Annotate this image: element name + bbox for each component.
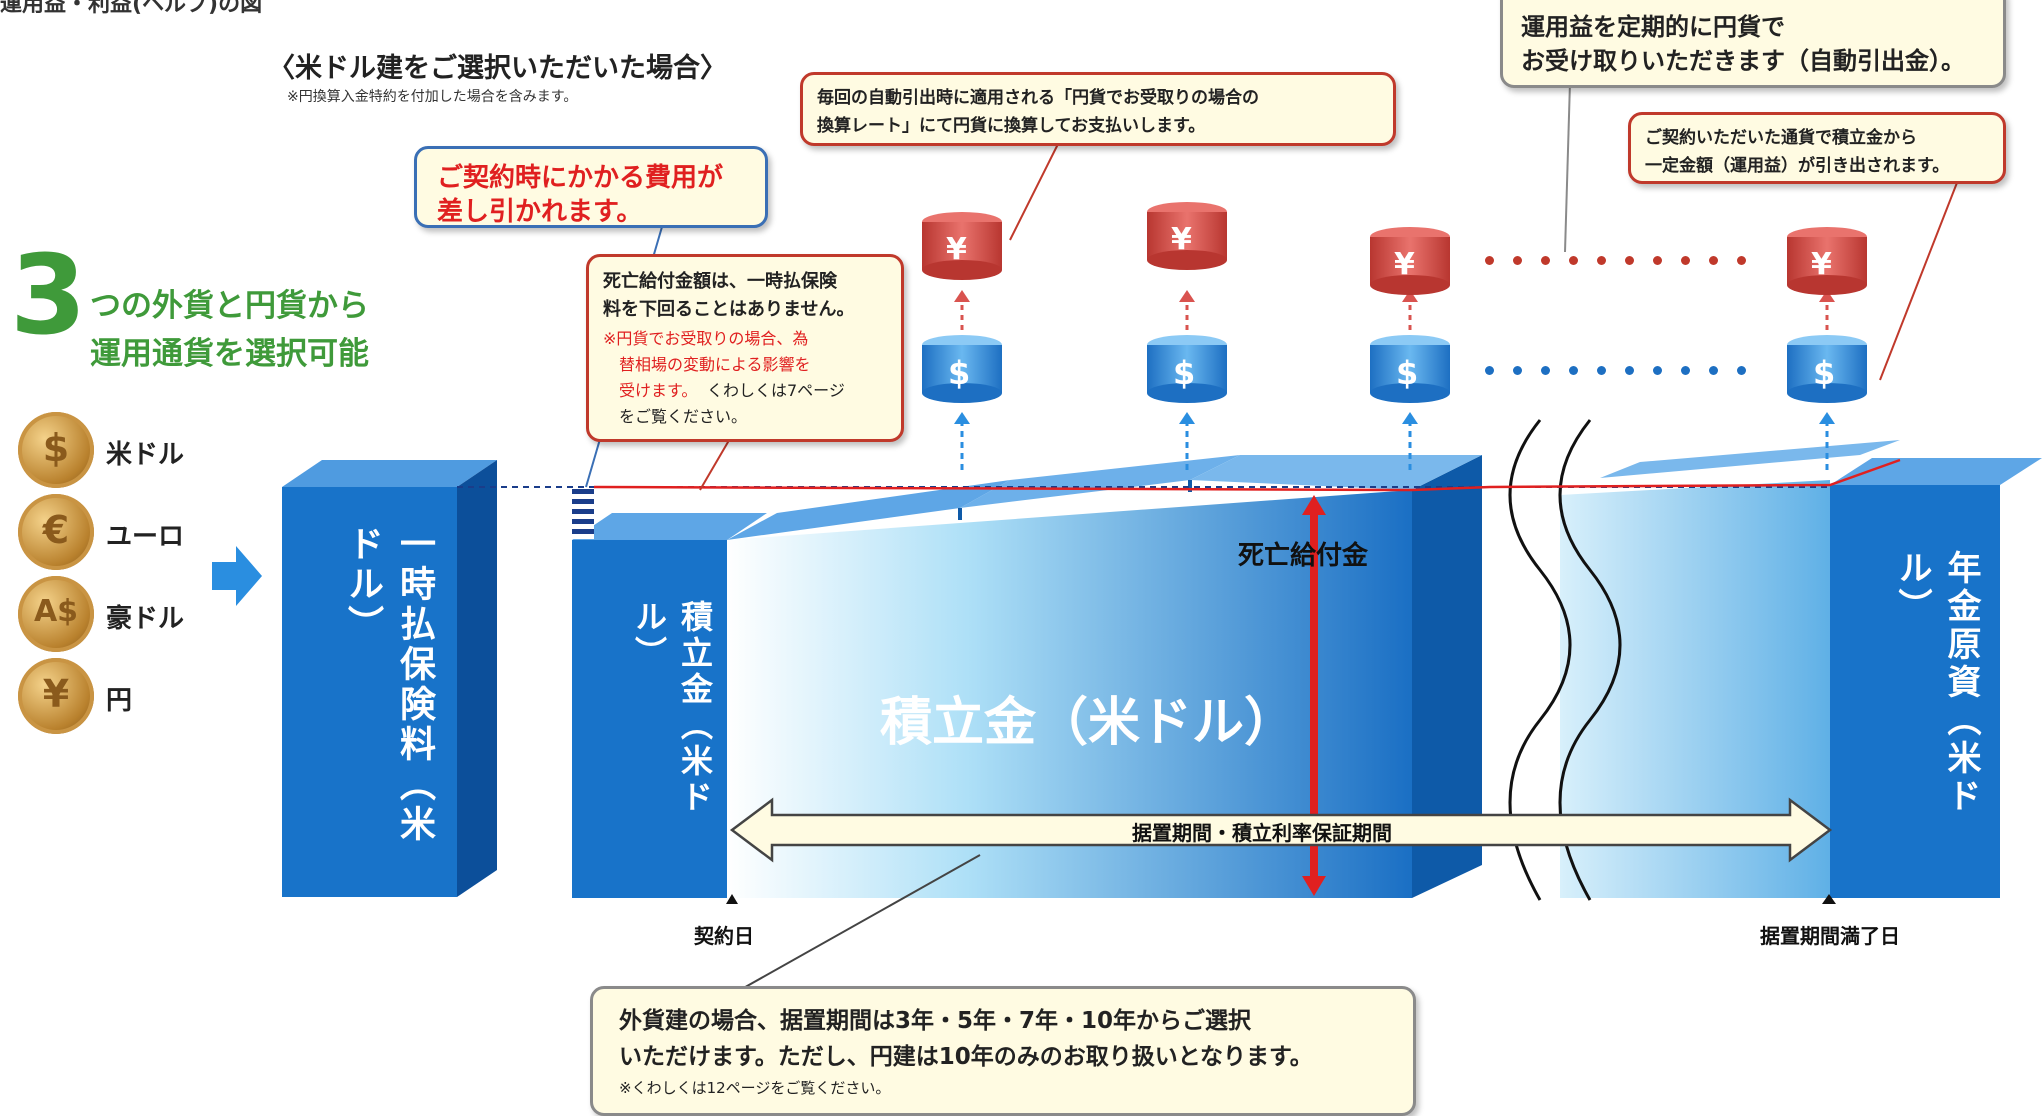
premium-block	[282, 487, 457, 897]
page-title: 〈米ドル建をご選択いただいた場合〉	[268, 53, 727, 84]
profit-callout-line2: お受け取りいただきます（自動引出金）。	[1521, 47, 1965, 75]
reserve-small-label: 積立金（米ドル）	[630, 600, 714, 816]
rate-callout-line2: 換算レート」にて円貨に換算してお支払いします。	[817, 116, 1206, 136]
withdraw-callout-line1: ご契約いただいた通貨で積立金から	[1645, 128, 1917, 148]
premium-block-side	[457, 460, 497, 897]
break-line-2	[1558, 419, 1622, 901]
pension-fund-top	[1830, 458, 2042, 485]
premium-block-label: 一時払保険料（米ドル）	[342, 525, 435, 845]
reserve-small-top	[572, 513, 767, 540]
withdraw-callout-line2: 一定金額（運用益）が引き出されます。	[1645, 156, 1950, 176]
death-callout-note3: 受けます。	[619, 381, 698, 400]
big-number-3: 3	[10, 231, 87, 359]
dollar-sign-icon: $	[42, 426, 70, 470]
reserve-main-block	[727, 490, 1412, 898]
cost-stripes	[572, 487, 594, 539]
yen-icon: ¥	[946, 232, 967, 267]
death-callout-line1: 死亡給付金額は、一時払保険	[603, 271, 837, 292]
death-benefit-label: 死亡給付金	[1238, 541, 1369, 571]
reserve-top-1	[727, 480, 1010, 540]
withdraw-callout: ご契約いただいた通貨で積立金から 一定金額（運用益）が引き出されます。	[1628, 112, 2006, 184]
rate-callout-line1: 毎回の自動引出時に適用される「円貨でお受取りの場合の	[817, 88, 1259, 108]
period-arrow	[729, 797, 1833, 863]
death-callout-note2: 替相場の変動による影響を	[619, 355, 811, 374]
pointer-profit	[1564, 81, 1571, 253]
period-callout-line1: 外貨建の場合、据置期間は3年・5年・7年・10年からご選択	[619, 1008, 1252, 1034]
reserve-right-top	[1600, 440, 1900, 478]
period-bar-label: 据置期間・積立利率保証期間	[1132, 821, 1392, 845]
currency-list: $ 米ドル € ユーロ A$ 豪ドル ¥ 円	[18, 412, 218, 742]
profit-callout: 運用益を定期的に円貨で お受け取りいただきます（自動引出金）。	[1500, 0, 2006, 88]
convert-arrows	[960, 300, 1829, 330]
input-arrow	[212, 546, 262, 606]
dotted-row-yen	[1485, 256, 1775, 266]
yen-icon: ¥	[1394, 247, 1415, 282]
currency-label-jpy: 円	[106, 686, 133, 716]
dollar-icon: $	[1396, 354, 1419, 392]
pointer-withdraw	[1879, 174, 1961, 381]
contract-date-label: 契約日	[694, 924, 754, 948]
period-end-marker	[1822, 894, 1836, 904]
contract-date-marker	[726, 894, 738, 904]
withdraw-arrows	[960, 420, 1829, 470]
coin-eur: €	[18, 494, 94, 570]
aud-sign-icon: A$	[33, 594, 79, 629]
dollar-icon: $	[1813, 354, 1836, 392]
yen-sign-icon: ¥	[42, 672, 70, 716]
top-cut-label: 運用益・利益(ヘルプ)の図	[0, 0, 263, 17]
reserve-top-2	[960, 455, 1240, 508]
period-end-label: 据置期間満了日	[1760, 924, 1900, 948]
reserve-main-side	[1412, 455, 1482, 898]
death-callout-note5: をご覧ください。	[619, 407, 748, 426]
death-benefit-callout: 死亡給付金額は、一時払保険 料を下回ることはありません。 ※円貨でお受取りの場合…	[586, 254, 904, 442]
death-callout-line2: 料を下回ることはありません。	[603, 299, 855, 320]
reserve-small-block	[572, 540, 727, 898]
pension-fund-block	[1830, 485, 2000, 898]
yen-icon: ¥	[1171, 222, 1192, 257]
cost-callout-line1: ご契約時にかかる費用が	[437, 163, 724, 193]
dollar-icon: $	[1173, 354, 1196, 392]
currency-select-line1: つの外貨と円貨から	[90, 288, 369, 324]
period-callout: 外貨建の場合、据置期間は3年・5年・7年・10年からご選択 いただけます。ただし…	[590, 986, 1416, 1116]
cost-callout-line2: 差し引かれます。	[437, 197, 643, 227]
break-line-1	[1508, 419, 1572, 901]
reserve-top-3	[1190, 455, 1482, 490]
premium-block-top	[282, 460, 497, 487]
currency-label-usd: 米ドル	[106, 440, 185, 470]
period-callout-line2: いただけます。ただし、円建は10年のみのお取り扱いとなります。	[619, 1044, 1313, 1070]
cost-callout: ご契約時にかかる費用が 差し引かれます。	[414, 146, 768, 228]
currency-label-eur: ユーロ	[106, 522, 185, 552]
dotted-row-dollar	[1485, 366, 1775, 376]
death-callout-note1: ※円貨でお受取りの場合、為	[603, 329, 809, 348]
rate-callout: 毎回の自動引出時に適用される「円貨でお受取りの場合の 換算レート」にて円貨に換算…	[800, 72, 1396, 146]
currency-label-aud: 豪ドル	[106, 604, 185, 634]
reserve-right-block	[1560, 480, 1830, 898]
profit-callout-line1: 運用益を定期的に円貨で	[1521, 13, 1785, 41]
header-note: ※円換算入金特約を付加した場合を含みます。	[287, 89, 578, 105]
period-callout-note: ※くわしくは12ページをご覧ください。	[619, 1079, 891, 1097]
coin-jpy: ¥	[18, 658, 94, 734]
yen-icon: ¥	[1811, 247, 1832, 282]
pointer-rate	[1009, 139, 1061, 241]
reserve-main-label: 積立金（米ドル）	[880, 693, 1297, 753]
pointer-period	[739, 854, 981, 991]
currency-select-line2: 運用通貨を選択可能	[90, 336, 369, 372]
euro-sign-icon: €	[42, 508, 70, 552]
coin-aud: A$	[18, 576, 94, 652]
coin-usd: $	[18, 412, 94, 488]
pension-fund-label: 年金原資（米ドル）	[1892, 550, 1981, 816]
yen-coin-stacks	[922, 202, 1867, 295]
death-callout-note4: くわしくは7ページ	[707, 381, 845, 400]
dollar-icon: $	[948, 354, 971, 392]
dollar-coin-stacks	[922, 335, 1867, 403]
death-benefit-line	[593, 458, 1901, 492]
